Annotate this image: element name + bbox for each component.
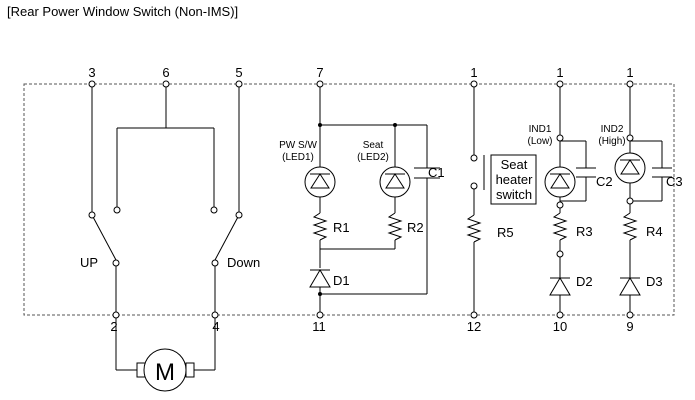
- pin-label-12: 12: [467, 319, 481, 334]
- pin-label-2: 2: [110, 319, 117, 334]
- resistor-r3-icon: [552, 212, 568, 241]
- c3-label: C3: [666, 174, 683, 189]
- r4-label: R4: [646, 224, 663, 239]
- diode-d3-icon: [619, 277, 641, 296]
- c1-label: C1: [428, 165, 445, 180]
- seat-heater-switch-box: [490, 154, 537, 205]
- seat-switch-line1: Seat: [501, 157, 528, 172]
- seat-heater-circuit: Seat heater switch R5: [466, 84, 537, 315]
- led1-label-line1: PW S/W: [279, 140, 317, 151]
- led1-label-line2: (LED1): [282, 152, 314, 163]
- pin-label-9: 9: [626, 319, 633, 334]
- bottom-terminals: [112, 311, 634, 319]
- ind2-label-line2: (High): [598, 136, 625, 147]
- window-motor-switch: UP Down M: [80, 84, 260, 392]
- pin-label-1c: 1: [626, 65, 633, 80]
- resistor-r2-icon: [387, 212, 403, 241]
- ind1-label-line2: (Low): [527, 136, 552, 147]
- pin-label-4: 4: [212, 319, 219, 334]
- resistor-r4-icon: [622, 212, 638, 241]
- diode-d1-icon: [309, 269, 331, 288]
- diode-d2-icon: [549, 277, 571, 296]
- resistor-r1-icon: [312, 212, 328, 241]
- d3-label: D3: [646, 274, 663, 289]
- d1-label: D1: [333, 273, 350, 288]
- c2-label: C2: [596, 174, 613, 189]
- up-label: UP: [80, 255, 98, 270]
- top-terminals: [88, 80, 634, 88]
- pin-label-5: 5: [235, 65, 242, 80]
- r5-label: R5: [497, 225, 514, 240]
- ind1-circuit: IND1 (Low) C2 R3 D2: [527, 84, 613, 315]
- led-indicator-circuit: PW S/W (LED1) Seat (LED2) C1 R1 R2 D1: [279, 84, 445, 315]
- pin-label-6: 6: [162, 65, 169, 80]
- resistor-r5-icon: [466, 214, 482, 243]
- d2-label: D2: [576, 274, 593, 289]
- motor-label: M: [155, 359, 175, 386]
- ind2-label-line1: IND2: [601, 124, 624, 135]
- down-label: Down: [227, 255, 260, 270]
- pin-label-1a: 1: [470, 65, 477, 80]
- diagram-title: [Rear Power Window Switch (Non-IMS)]: [7, 4, 239, 19]
- ind1-label-line1: IND1: [529, 124, 552, 135]
- pin-label-7: 7: [316, 65, 323, 80]
- switch-housing-boundary: [23, 83, 675, 316]
- r3-label: R3: [576, 224, 593, 239]
- pin-label-11: 11: [312, 319, 326, 334]
- seat-switch-line3: switch: [496, 187, 532, 202]
- led2-label-line2: (LED2): [357, 152, 389, 163]
- motor-icon: [143, 348, 187, 392]
- pin-label-1b: 1: [556, 65, 563, 80]
- ind2-circuit: IND2 (High) C3 R4 D3: [598, 84, 683, 315]
- r2-label: R2: [407, 220, 424, 235]
- pin-label-10: 10: [553, 319, 567, 334]
- r1-label: R1: [333, 220, 350, 235]
- seat-switch-line2: heater: [496, 172, 534, 187]
- led2-label-line1: Seat: [363, 140, 384, 151]
- pin-label-3: 3: [88, 65, 95, 80]
